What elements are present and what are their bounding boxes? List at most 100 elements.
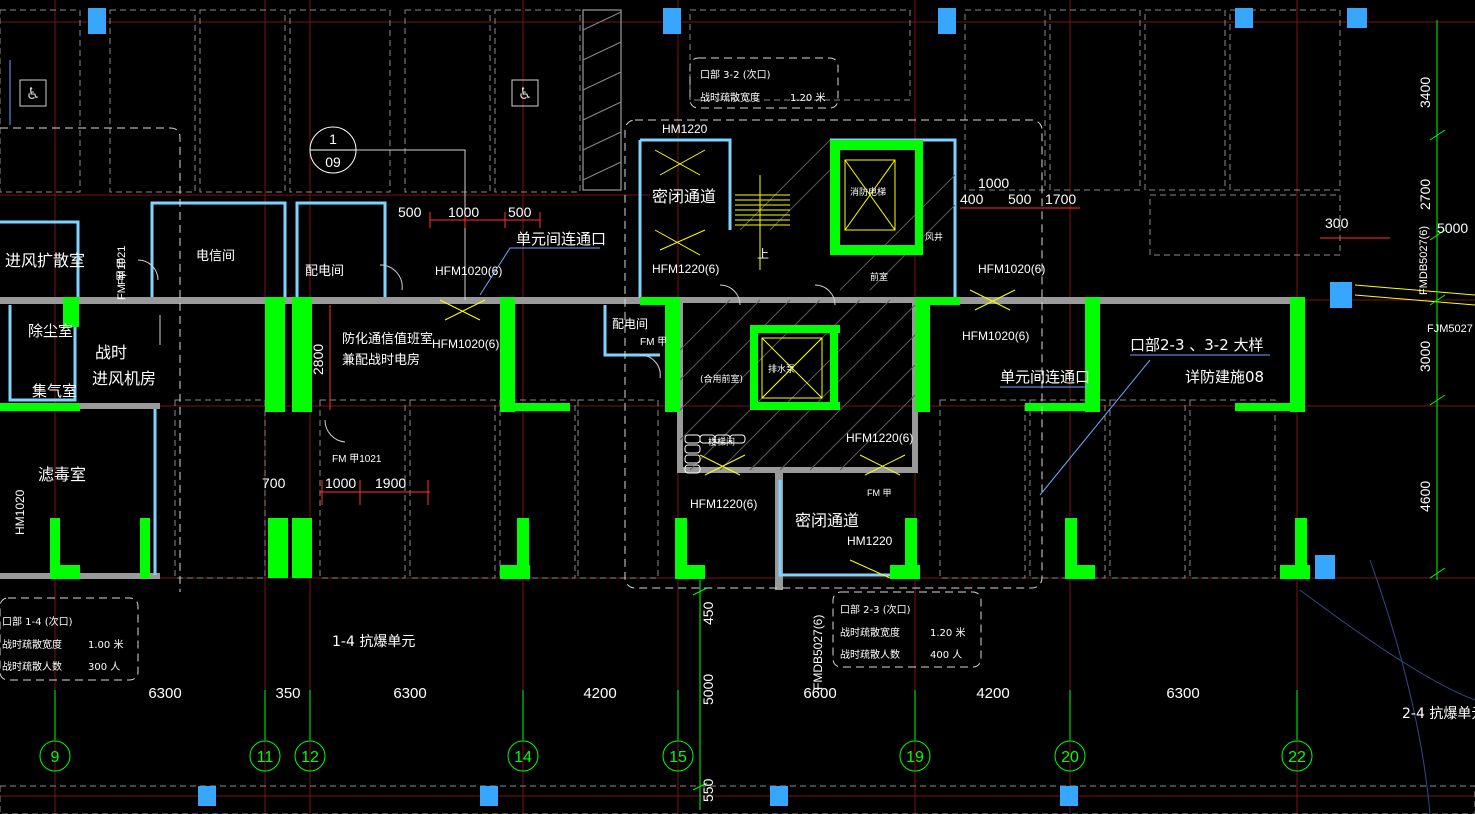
axis-bubble-circle [1281,740,1313,772]
room-airlock-2: 密闭通道 [795,511,859,530]
accessible-parking-icon: ♿ [19,79,47,107]
info-left-line3: 战时疏散人数 [2,660,62,673]
dim-1000a: 1000 [448,204,479,220]
axis-bubble-label: 12 [301,749,319,766]
axis-lines [54,690,1298,740]
bottom-dimension-label: 350 [275,685,300,702]
door-hm1220-bottom: HM1220 [847,534,893,548]
info-mid-line2: 战时疏散宽度 [840,626,900,639]
dimension-lines [320,207,1390,505]
axis-bubble-circle [294,740,326,772]
blue-columns [88,8,1367,806]
hatched-wall [582,9,622,191]
core-hatch [677,139,956,473]
blast-doors [439,149,1475,579]
label-unit-left: 1-4 抗爆单元 [332,634,415,650]
detail-bubble-top: 1 [329,131,337,147]
dim-500a: 500 [398,204,422,220]
info-left-value2: 1.00 米 [88,638,123,651]
label-corridor: (合用前室) [700,373,743,385]
label-stair-room: 楼梯间 [708,436,735,448]
detail-bubble [309,126,357,174]
stair-up-label: 上 [757,247,769,261]
detail-note-2: 详防建施08 [1185,368,1264,386]
elevators [761,159,896,399]
dim-r-2700: 2700 [1417,179,1433,210]
stair [735,175,790,270]
room-airlock-1: 密闭通道 [652,187,716,206]
bottom-dimension-label: 4200 [976,685,1009,702]
info-top-line2: 战时疏散宽度 [700,91,760,104]
label-shaft: 风井 [925,231,943,243]
label-unit-right: 2-4 抗爆单元 [1402,706,1475,722]
detail-note-1: 口部2-3 、3-2 大样 [1130,336,1264,354]
room-dust-removal: 除尘室 [28,322,73,340]
accessible-parking-icon: ♿ [511,79,539,107]
axis-bubble-label: 9 [51,749,60,766]
room-distribution-2: 配电间 [612,317,648,331]
dim-300: 300 [1325,215,1349,231]
parking-bays [0,9,1475,814]
door-hm1220-top: HM1220 [662,122,708,136]
label-unit-passage-2: 单元间连通口 [1000,368,1090,386]
label-fire-elevator: 消防电梯 [850,186,886,198]
axis-bubble-label: 14 [514,749,532,766]
door-fjm5027: FJM5027 [1427,323,1473,335]
dim-r-3400: 3400 [1417,77,1433,108]
door-fmdb5027-b: FMDB5027(6) [1418,226,1430,295]
dim-500b: 500 [508,204,532,220]
leader-lines [9,60,1270,496]
right-dim-line [692,20,1446,810]
detail-bubble-bottom: 09 [325,154,341,170]
door-hfm1020-6-b: HFM1020(6) [432,337,499,351]
bottom-dimension-label: 6300 [393,685,426,702]
info-mid-line1: 口部 2-3 (次口) [840,603,911,616]
axis-bubble-label: 22 [1288,749,1306,766]
room-comm-duty-2: 兼配战时电房 [342,352,420,368]
bottom-dimension-label: 6300 [1166,685,1199,702]
door-hfm1020-6-a: HFM1020(6) [435,264,502,278]
svg-text:♿: ♿ [518,84,532,103]
dim-r-5000: 5000 [1437,220,1468,236]
dim-400: 400 [960,191,984,207]
door-fm-jia-b: FM 甲 [867,488,892,498]
svg-text:♿: ♿ [26,84,40,103]
label-elevator: 前室 [870,271,888,283]
room-gas-collection: 集气室 [32,382,77,400]
door-fm1021-a: FM 甲1021 [116,246,128,300]
ramp-curves [1299,559,1475,814]
door-swings [137,259,836,443]
room-walls [0,138,957,577]
dim-2800: 2800 [310,344,326,375]
axis-bubble-label: 11 [257,749,274,766]
room-electric: 电信间 [196,249,235,264]
dashed-boundary [0,57,1043,681]
bottom-dimension-label: 6300 [148,685,181,702]
info-mid-value2: 1.20 米 [930,626,965,639]
dim-500c: 500 [1008,191,1032,207]
columns [0,140,1310,579]
dim-r-3000: 3000 [1417,341,1433,372]
sandbags [684,434,746,474]
dim-v-450: 450 [700,601,716,625]
door-hm1020: HM1020 [13,489,27,535]
door-hfm1220-6-c: HFM1220(6) [846,431,913,445]
info-mid-value3: 400 人 [930,649,962,661]
axis-bubble-circle [39,740,71,772]
door-fm-jia-c: FM 甲 [640,337,667,348]
bottom-dimension-label: 6600 [803,685,836,702]
dim-1000c: 1000 [325,475,356,491]
axis-bubble-circle [899,740,931,772]
dim-1900: 1900 [375,475,406,491]
axis-bubble-label: 19 [906,749,924,766]
dim-1700: 1700 [1045,191,1076,207]
axis-bubble-label: 20 [1061,749,1079,766]
dim-v-5000: 5000 [700,674,716,705]
room-wartime-intake-1: 战时 [95,343,127,362]
info-top-value2: 1.20 米 [790,91,825,104]
detail-leader [350,149,466,300]
room-wartime-intake-2: 进风机房 [92,369,156,388]
